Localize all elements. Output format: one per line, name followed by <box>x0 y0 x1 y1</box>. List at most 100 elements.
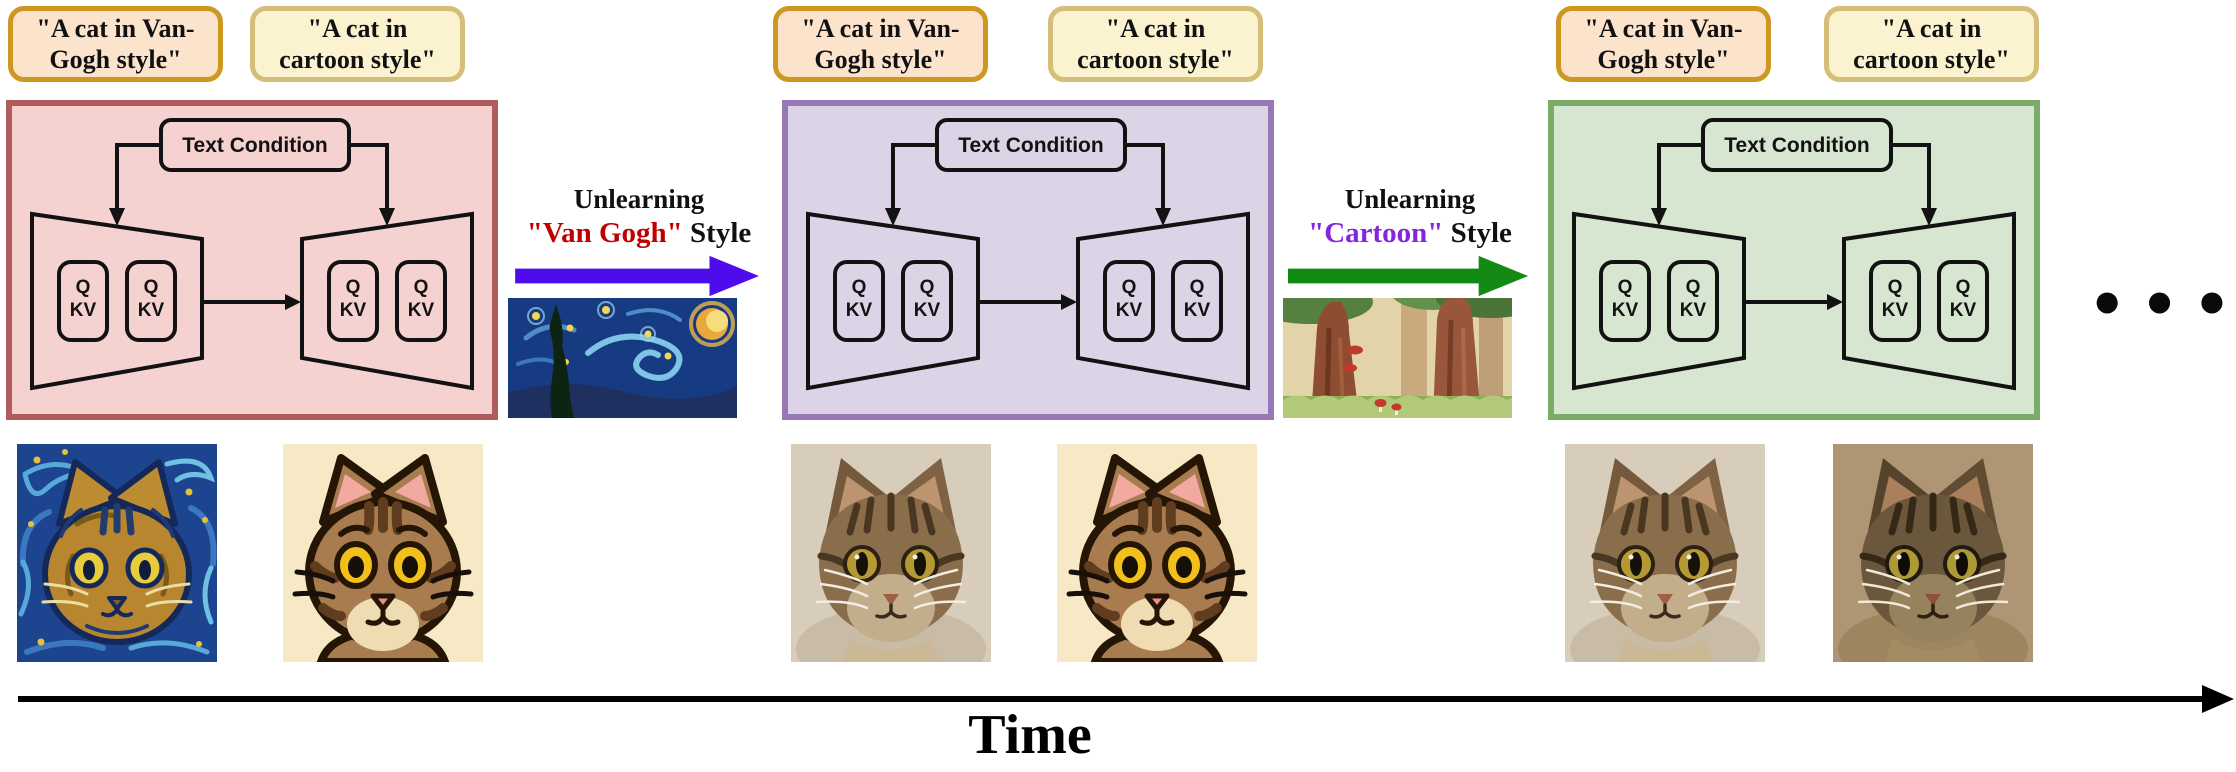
attention-block <box>901 260 953 342</box>
style-word: "Cartoon" <box>1308 217 1444 249</box>
attention-block <box>833 260 885 342</box>
decoder-trapezoid <box>1076 211 1250 391</box>
output-cat-realistic-dark <box>1824 444 2042 662</box>
text-condition-label: Text Condition <box>1724 134 1869 157</box>
arrowhead <box>885 208 901 226</box>
prompt-box-cartoon-2: "A cat in cartoon style" <box>1048 6 1263 82</box>
arrowhead <box>1651 208 1667 226</box>
q-label: Q <box>1122 277 1137 298</box>
output-cat-van-gogh-style <box>8 444 226 662</box>
q-label: Q <box>1618 277 1633 298</box>
unlearning-label: Unlearning <box>1344 184 1476 214</box>
prompt-line: "A cat in Van- <box>1584 14 1743 43</box>
attention-block <box>125 260 177 342</box>
kv-label: KV <box>1612 300 1639 321</box>
q-label: Q <box>920 277 935 298</box>
prompt-line: "A cat in Van- <box>801 14 960 43</box>
text-condition-label: Text Condition <box>958 134 1103 157</box>
encoder-trapezoid <box>806 211 980 391</box>
arrowhead <box>379 208 395 226</box>
fat-arrow-shape <box>515 255 759 297</box>
q-label: Q <box>1686 277 1701 298</box>
unlearning-arrow-cartoon <box>1288 255 1529 297</box>
prompt-box-cartoon-1: "A cat in cartoon style" <box>250 6 465 82</box>
model-panel-initial: Text Condition Q KV Q KV Q KV Q KV <box>6 100 498 420</box>
prompt-line: "A cat in <box>1881 14 1982 43</box>
q-label: Q <box>76 277 91 298</box>
unlearned-style-label: "Cartoon" Style <box>1272 215 1548 251</box>
kv-label: KV <box>1950 300 1977 321</box>
unet-diagram: Text Condition Q KV Q KV Q KV Q KV <box>30 118 474 391</box>
prompt-line: "A cat in <box>1105 14 1206 43</box>
condition-connector-right <box>1891 143 1931 210</box>
arrowhead <box>285 294 301 310</box>
prompt-line: Gogh style" <box>49 45 182 74</box>
unlearning-arrow-van-gogh <box>515 255 759 297</box>
kv-label: KV <box>340 300 367 321</box>
prompt-box-cartoon-3: "A cat in cartoon style" <box>1824 6 2039 82</box>
prompt-line: Gogh style" <box>814 45 947 74</box>
unlearned-style-label: "Van Gogh" Style <box>496 215 782 251</box>
arrowhead <box>1827 294 1843 310</box>
q-label: Q <box>346 277 361 298</box>
attention-block <box>57 260 109 342</box>
time-axis-arrow <box>18 685 2234 713</box>
attention-block <box>1869 260 1921 342</box>
unlearning-caption-van-gogh: Unlearning "Van Gogh" Style <box>496 183 782 251</box>
q-label: Q <box>144 277 159 298</box>
q-label: Q <box>852 277 867 298</box>
prompt-line: cartoon style" <box>279 45 436 74</box>
prompt-line: Gogh style" <box>1597 45 1730 74</box>
fat-arrow-shape <box>1288 255 1529 297</box>
q-label: Q <box>1956 277 1971 298</box>
kv-label: KV <box>1116 300 1143 321</box>
condition-connector-right <box>1125 143 1165 210</box>
decoder-trapezoid <box>1842 211 2016 391</box>
encoder-trapezoid <box>1572 211 1746 391</box>
style-word: "Van Gogh" <box>526 217 683 249</box>
output-cat-realistic <box>1556 444 1774 662</box>
q-label: Q <box>1888 277 1903 298</box>
kv-label: KV <box>1184 300 1211 321</box>
kv-label: KV <box>1882 300 1909 321</box>
output-cat-realistic <box>782 444 1000 662</box>
prompt-line: "A cat in Van- <box>36 14 195 43</box>
kv-label: KV <box>138 300 165 321</box>
cartoon-forest-illustration <box>1283 298 1512 418</box>
arrowhead <box>1155 208 1171 226</box>
prompt-line: "A cat in <box>307 14 408 43</box>
time-axis-arrowhead <box>2202 685 2234 713</box>
unet-diagram: Text Condition Q KV Q KV Q KV Q KV <box>1572 118 2016 391</box>
prompt-line: cartoon style" <box>1077 45 1234 74</box>
arrowhead <box>1061 294 1077 310</box>
prompt-line: cartoon style" <box>1853 45 2010 74</box>
time-axis-label: Time <box>968 704 1092 766</box>
prompt-box-van-gogh-1: "A cat in Van- Gogh style" <box>8 6 223 82</box>
style-suffix: Style <box>682 217 752 249</box>
attention-block <box>327 260 379 342</box>
decoder-trapezoid <box>300 211 474 391</box>
kv-label: KV <box>846 300 873 321</box>
attention-block <box>1103 260 1155 342</box>
condition-connector-left <box>891 143 937 210</box>
kv-label: KV <box>408 300 435 321</box>
model-panel-after-cartoon-unlearn: Text Condition Q KV Q KV Q KV Q KV <box>1548 100 2040 420</box>
output-cat-cartoon-style <box>1048 444 1266 662</box>
style-suffix: Style <box>1443 217 1512 249</box>
unlearning-caption-cartoon: Unlearning "Cartoon" Style <box>1272 183 1548 251</box>
attention-block <box>1171 260 1223 342</box>
kv-label: KV <box>70 300 97 321</box>
unlearning-label: Unlearning <box>573 184 705 214</box>
condition-connector-left <box>115 143 161 210</box>
attention-block <box>1667 260 1719 342</box>
prompt-box-van-gogh-3: "A cat in Van- Gogh style" <box>1556 6 1771 82</box>
kv-label: KV <box>1680 300 1707 321</box>
arrowhead <box>109 208 125 226</box>
attention-block <box>395 260 447 342</box>
attention-block <box>1599 260 1651 342</box>
condition-connector-left <box>1657 143 1703 210</box>
van-gogh-starry-night-painting <box>508 298 737 418</box>
q-label: Q <box>1190 277 1205 298</box>
prompt-box-van-gogh-2: "A cat in Van- Gogh style" <box>773 6 988 82</box>
